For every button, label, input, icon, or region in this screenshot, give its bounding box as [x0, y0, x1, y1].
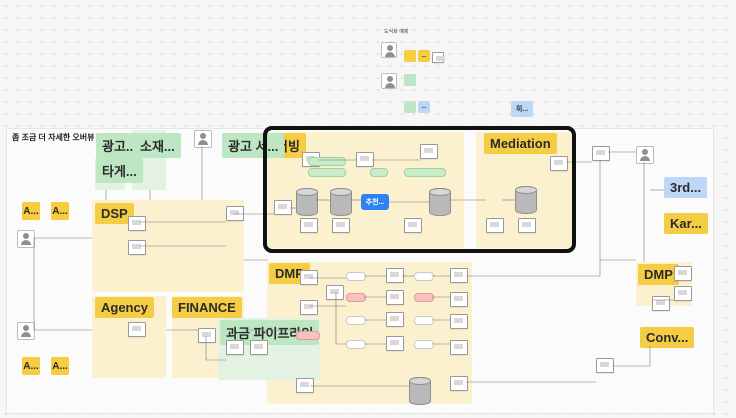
a-sticky-4[interactable]: A... — [51, 357, 69, 375]
top-user-icon-2 — [381, 73, 397, 89]
connector-line — [466, 160, 601, 277]
flow-pill — [346, 340, 366, 349]
diagram-card[interactable] — [450, 268, 468, 283]
flow-pill-green — [370, 168, 388, 177]
example-heading: 도식화 예제 — [384, 29, 409, 35]
conv-sticky[interactable]: Conv... — [640, 327, 695, 348]
selection-highlight — [263, 126, 576, 253]
material-sticky[interactable]: 소재... — [134, 133, 181, 158]
a-sticky-1[interactable]: A... — [22, 202, 40, 220]
connector-line — [205, 336, 226, 361]
database-icon-serving-1 — [296, 188, 318, 216]
diagram-card[interactable] — [198, 328, 216, 343]
user-icon-left-2 — [17, 322, 35, 340]
diagram-card[interactable] — [128, 216, 146, 231]
third-party-sticky[interactable]: 3rd... — [664, 177, 708, 198]
diagram-card[interactable] — [450, 376, 468, 391]
diagram-card[interactable] — [596, 358, 614, 373]
flow-pill — [346, 272, 366, 281]
diagram-card[interactable] — [386, 290, 404, 305]
diagram-card[interactable] — [450, 314, 468, 329]
diagram-card[interactable] — [674, 266, 692, 281]
user-icon-ad-server — [194, 130, 212, 148]
top-yellow-sticky-2[interactable]: ... — [418, 50, 430, 62]
small-blue-sticky[interactable]: 히... — [511, 101, 533, 117]
diagram-card[interactable] — [274, 200, 292, 215]
top-blue-sticky[interactable]: ... — [418, 101, 430, 113]
connector-line — [335, 292, 346, 345]
flow-pill-green — [308, 168, 346, 177]
diagram-card[interactable] — [356, 152, 374, 167]
top-yellow-sticky[interactable] — [404, 50, 416, 62]
flow-pill-red — [296, 331, 320, 340]
diagram-card[interactable] — [386, 336, 404, 351]
kar-sticky[interactable]: Kar... — [664, 213, 708, 234]
diagram-card[interactable] — [250, 340, 268, 355]
diagram-card[interactable] — [128, 322, 146, 337]
diagram-card[interactable] — [386, 268, 404, 283]
diagram-card[interactable] — [300, 300, 318, 315]
recommend-button[interactable]: 추천... — [361, 194, 389, 210]
database-icon-dmp — [409, 377, 431, 405]
a-sticky-3[interactable]: A... — [22, 357, 40, 375]
diagram-card[interactable] — [674, 286, 692, 301]
top-green-sticky-2[interactable] — [404, 101, 416, 113]
finance-tag[interactable]: FINANCE — [172, 297, 242, 318]
flow-pill — [414, 340, 434, 349]
top-green-sticky[interactable] — [404, 74, 416, 86]
agency-tag[interactable]: Agency — [95, 297, 154, 318]
a-sticky-2[interactable]: A... — [51, 202, 69, 220]
board-title: 좀 조금 더 자세한 오버뷰 — [12, 133, 95, 142]
diagram-card[interactable] — [486, 218, 504, 233]
dmp-right-tag[interactable]: DMP — [638, 264, 679, 285]
mediation-tag[interactable]: Mediation — [484, 133, 557, 154]
diagram-card[interactable] — [420, 144, 438, 159]
database-icon-serving-2 — [330, 188, 352, 216]
diagram-card[interactable] — [300, 270, 318, 285]
diagram-card[interactable] — [450, 340, 468, 355]
database-icon-serving-3 — [429, 188, 451, 216]
diagram-card[interactable] — [450, 292, 468, 307]
dsp-tag[interactable]: DSP — [95, 203, 134, 224]
flow-pill — [414, 272, 434, 281]
diagram-card[interactable] — [518, 218, 536, 233]
connector-line — [612, 346, 651, 367]
user-icon-left-1 — [17, 230, 35, 248]
flow-pill-green — [404, 168, 446, 177]
diagram-card[interactable] — [226, 206, 244, 221]
database-icon-mediation — [515, 186, 537, 214]
diagram-card[interactable] — [592, 146, 610, 161]
diagram-card[interactable] — [386, 312, 404, 327]
flow-pill — [414, 316, 434, 325]
diagram-card[interactable] — [128, 240, 146, 255]
flow-pill — [346, 316, 366, 325]
diagram-card[interactable] — [332, 218, 350, 233]
diagram-card[interactable] — [326, 285, 344, 300]
flow-pill-red — [346, 293, 366, 302]
diagram-card[interactable] — [226, 340, 244, 355]
top-user-icon — [381, 42, 397, 58]
user-icon-right — [636, 146, 654, 164]
diagram-card[interactable] — [550, 156, 568, 171]
flow-pill-red — [414, 293, 434, 302]
top-card[interactable] — [432, 52, 445, 63]
diagram-card[interactable] — [296, 378, 314, 393]
diagram-card[interactable] — [404, 218, 422, 233]
dmp-center-tag[interactable]: DMP — [269, 263, 310, 284]
flow-pill-green — [308, 157, 346, 166]
target-sticky[interactable]: 타게... — [96, 158, 143, 183]
diagram-card[interactable] — [300, 218, 318, 233]
